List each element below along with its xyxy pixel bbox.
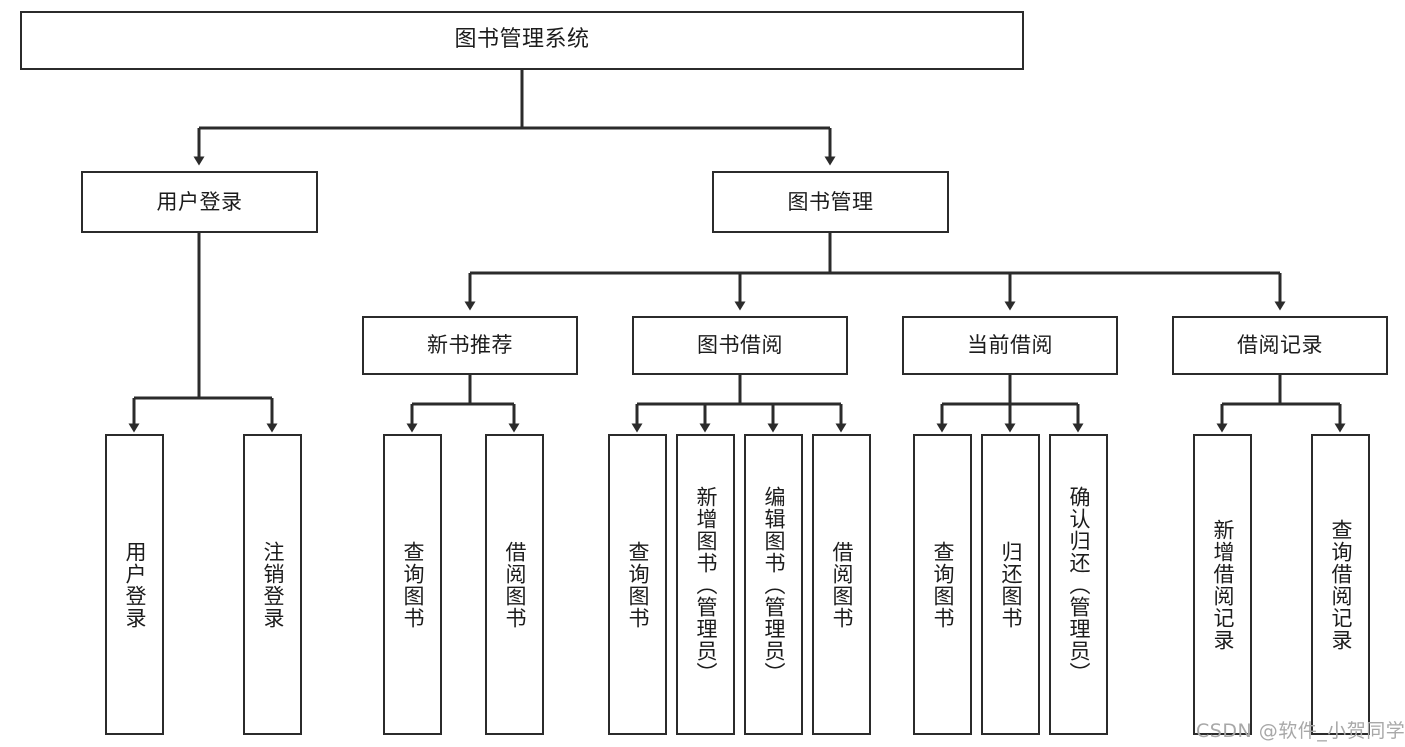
node-leaf-query-book-recommend[interactable]: 查询图书 <box>383 434 442 735</box>
node-book-management-system[interactable]: 图书管理系统 <box>20 11 1024 70</box>
node-leaf-return-book[interactable]: 归还图书 <box>981 434 1040 735</box>
node-leaf-add-borrow-record[interactable]: 新增借阅记录 <box>1193 434 1252 735</box>
node-leaf-query-book-current[interactable]: 查询图书 <box>913 434 972 735</box>
node-leaf-confirm-return[interactable]: 确认归还（管理员） <box>1049 434 1108 735</box>
node-label: 借阅记录 <box>1237 333 1323 358</box>
node-label: 图书借阅 <box>697 333 783 358</box>
node-label: 查询图书 <box>930 540 955 629</box>
node-new-book-recommend[interactable]: 新书推荐 <box>362 316 578 375</box>
node-current-borrow[interactable]: 当前借阅 <box>902 316 1118 375</box>
node-borrow-record[interactable]: 借阅记录 <box>1172 316 1388 375</box>
node-label: 确认归还（管理员） <box>1066 485 1091 684</box>
node-label: 查询图书 <box>400 540 425 629</box>
node-label: 图书管理 <box>787 189 874 214</box>
node-label: 编辑图书（管理员） <box>761 485 786 684</box>
node-label: 借阅图书 <box>502 540 527 629</box>
node-leaf-user-login[interactable]: 用户登录 <box>105 434 164 735</box>
node-label: 新增借阅记录 <box>1210 518 1235 651</box>
node-leaf-borrow-book[interactable]: 借阅图书 <box>812 434 871 735</box>
node-leaf-query-borrow-record[interactable]: 查询借阅记录 <box>1311 434 1370 735</box>
node-book-borrow[interactable]: 图书借阅 <box>632 316 848 375</box>
node-leaf-query-book-borrow[interactable]: 查询图书 <box>608 434 667 735</box>
node-label: 当前借阅 <box>967 333 1053 358</box>
node-leaf-logout-login[interactable]: 注销登录 <box>243 434 302 735</box>
node-label: 注销登录 <box>260 540 285 629</box>
node-leaf-add-book[interactable]: 新增图书（管理员） <box>676 434 735 735</box>
node-label: 归还图书 <box>998 540 1023 629</box>
node-label: 用户登录 <box>156 189 243 214</box>
node-label: 新书推荐 <box>427 333 513 358</box>
csdn-watermark: CSDN @软件_小贺同学 <box>1196 720 1405 742</box>
node-leaf-borrow-book-recommend[interactable]: 借阅图书 <box>485 434 544 735</box>
node-label: 查询图书 <box>625 540 650 629</box>
node-label: 新增图书（管理员） <box>693 485 718 684</box>
node-label: 图书管理系统 <box>454 27 590 53</box>
node-label: 用户登录 <box>122 540 147 629</box>
node-label: 查询借阅记录 <box>1328 518 1353 651</box>
node-label: 借阅图书 <box>829 540 854 629</box>
node-book-manage[interactable]: 图书管理 <box>712 171 949 233</box>
node-user-login[interactable]: 用户登录 <box>81 171 318 233</box>
node-leaf-edit-book[interactable]: 编辑图书（管理员） <box>744 434 803 735</box>
